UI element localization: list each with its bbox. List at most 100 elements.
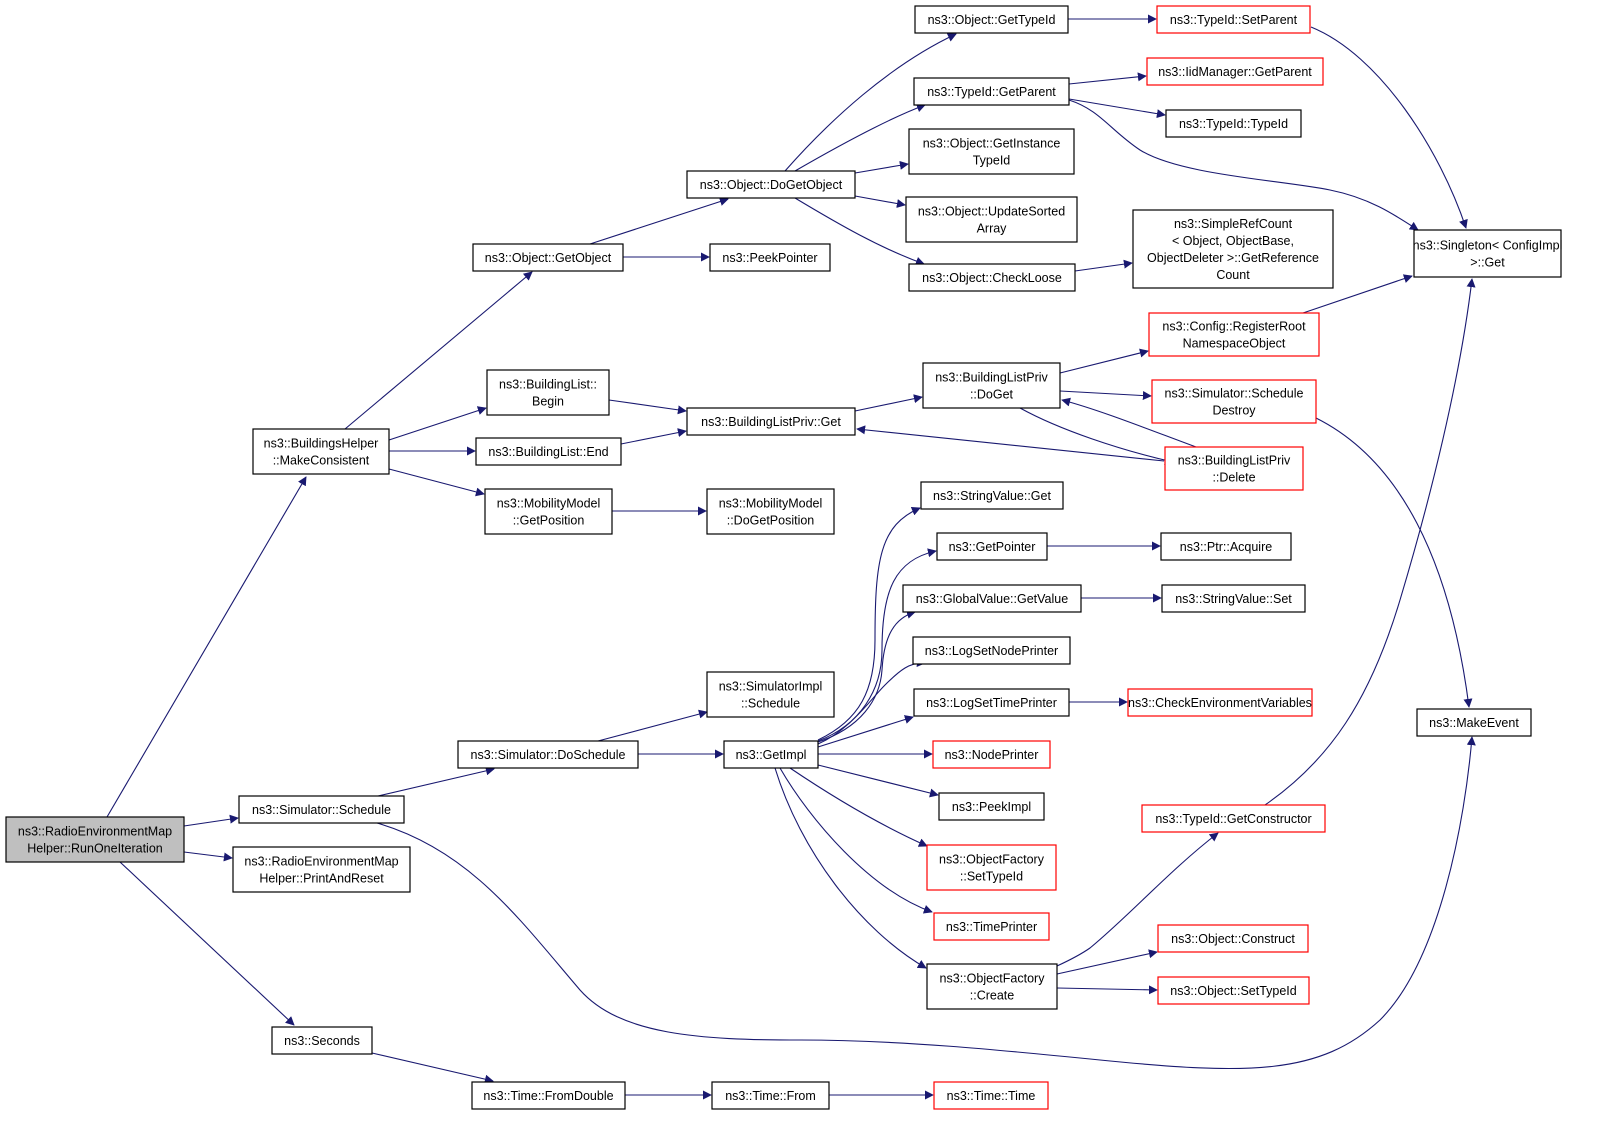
node-box: [936, 532, 1048, 561]
node-ptr-acquire[interactable]: ns3::Ptr::Acquire: [1160, 532, 1292, 561]
node-box: [686, 170, 856, 199]
node-sim-doschedule[interactable]: ns3::Simulator::DoSchedule: [457, 740, 639, 769]
node-box: [926, 844, 1057, 891]
node-box: [1151, 379, 1317, 424]
edge-make-consistent-to-mm-getpos: [388, 468, 485, 497]
edge-get-impl-to-globalvalue-getvalue: [817, 610, 916, 743]
node-typeid-typeid[interactable]: ns3::TypeId::TypeId: [1165, 109, 1302, 138]
node-label-line: ns3::GetImpl: [736, 748, 807, 762]
node-box: [709, 243, 831, 272]
edge-root-to-make-consistent: [106, 476, 307, 818]
edge-of-create-to-obj-settypeid: [1056, 985, 1158, 995]
node-label-line: ns3::StringValue::Set: [1175, 592, 1292, 606]
node-makeevent[interactable]: ns3::MakeEvent: [1416, 708, 1532, 737]
node-timeprinter[interactable]: ns3::TimePrinter: [933, 912, 1050, 941]
node-peekimpl[interactable]: ns3::PeekImpl: [938, 792, 1045, 821]
node-typeid-getparent[interactable]: ns3::TypeId::GetParent: [913, 77, 1070, 106]
node-label-line: ns3::Singleton< ConfigImpl: [1413, 239, 1563, 253]
node-blp-delete[interactable]: ns3::BuildingListPriv::Delete: [1164, 446, 1304, 491]
node-make-consistent[interactable]: ns3::BuildingsHelper::MakeConsistent: [252, 428, 390, 475]
node-mm-getpos[interactable]: ns3::MobilityModel::GetPosition: [484, 488, 613, 535]
node-box: [1164, 446, 1304, 491]
node-box: [932, 740, 1051, 769]
node-obj-construct[interactable]: ns3::Object::Construct: [1157, 924, 1309, 953]
node-box: [723, 740, 819, 769]
node-box: [457, 740, 639, 769]
node-bl-begin[interactable]: ns3::BuildingList::Begin: [486, 369, 610, 416]
node-peek-pointer[interactable]: ns3::PeekPointer: [709, 243, 831, 272]
node-label-line: ns3::BuildingList::: [499, 378, 597, 392]
edge-sim-schedule-to-makeevent: [376, 736, 1476, 1070]
edge-do-get-object-to-obj-getinstancetypeid: [854, 160, 909, 174]
node-seconds[interactable]: ns3::Seconds: [271, 1026, 373, 1055]
node-bl-end[interactable]: ns3::BuildingList::End: [475, 437, 622, 466]
node-box: [484, 488, 613, 535]
node-root[interactable]: ns3::RadioEnvironmentMapHelper::RunOneIt…: [5, 816, 185, 863]
node-label-line: ns3::GlobalValue::GetValue: [916, 592, 1068, 606]
node-box: [933, 1081, 1049, 1110]
node-box: [252, 428, 390, 475]
node-get-impl[interactable]: ns3::GetImpl: [723, 740, 819, 769]
node-obj-checkloose[interactable]: ns3::Object::CheckLoose: [908, 263, 1076, 292]
node-obj-gettypeid[interactable]: ns3::Object::GetTypeId: [914, 5, 1069, 34]
node-typeid-setparent[interactable]: ns3::TypeId::SetParent: [1156, 5, 1311, 34]
node-label-line: ns3::RadioEnvironmentMap: [18, 825, 172, 839]
node-label-line: ns3::Config::RegisterRoot: [1162, 320, 1306, 334]
node-logsettimeprinter[interactable]: ns3::LogSetTimePrinter: [913, 688, 1070, 717]
node-get-pointer[interactable]: ns3::GetPointer: [936, 532, 1048, 561]
node-label-line: TypeId: [973, 154, 1011, 168]
node-obj-settypeid[interactable]: ns3::Object::SetTypeId: [1157, 976, 1310, 1005]
node-box: [902, 584, 1082, 613]
node-box: [1157, 976, 1310, 1005]
edge-typeid-getparent-to-iidmanager-getparent: [1068, 72, 1147, 85]
node-logsetnodeprinter[interactable]: ns3::LogSetNodePrinter: [912, 636, 1071, 665]
node-label-line: Count: [1216, 268, 1250, 282]
node-box: [1416, 708, 1532, 737]
node-typeid-getconstructor[interactable]: ns3::TypeId::GetConstructor: [1141, 804, 1326, 833]
node-box: [1148, 312, 1320, 357]
node-blp-get[interactable]: ns3::BuildingListPriv::Get: [686, 407, 856, 436]
node-label-line: ns3::MobilityModel: [497, 497, 601, 511]
edge-blp-get-to-blp-doget: [854, 394, 923, 412]
node-box: [238, 795, 405, 824]
node-do-get-object[interactable]: ns3::Object::DoGetObject: [686, 170, 856, 199]
node-label-line: ns3::SimpleRefCount: [1174, 217, 1293, 231]
edge-config-registerroot-to-singleton-get: [1302, 274, 1413, 314]
node-box: [1141, 804, 1326, 833]
node-simimpl-schedule[interactable]: ns3::SimulatorImpl::Schedule: [706, 671, 835, 718]
node-nodeprinter[interactable]: ns3::NodePrinter: [932, 740, 1051, 769]
node-mm-dogetpos[interactable]: ns3::MobilityModel::DoGetPosition: [706, 488, 835, 535]
node-get-object[interactable]: ns3::Object::GetObject: [472, 243, 624, 272]
node-of-create[interactable]: ns3::ObjectFactory::Create: [926, 963, 1058, 1010]
edge-make-consistent-to-get-object: [344, 271, 533, 430]
edge-get-impl-to-logsettimeprinter: [817, 715, 914, 748]
node-label-line: ns3::CheckEnvironmentVariables: [1128, 696, 1312, 710]
edge-sim-doschedule-to-simimpl-schedule: [597, 709, 708, 742]
node-stringvalue-set[interactable]: ns3::StringValue::Set: [1161, 584, 1306, 613]
node-label-line: ns3::Ptr::Acquire: [1180, 540, 1272, 554]
node-iidmanager-getparent[interactable]: ns3::IidManager::GetParent: [1146, 57, 1324, 86]
node-time-from[interactable]: ns3::Time::From: [711, 1081, 830, 1110]
node-label-line: ns3::Object::SetTypeId: [1170, 984, 1297, 998]
node-box: [1157, 924, 1309, 953]
node-blp-doget[interactable]: ns3::BuildingListPriv::DoGet: [922, 362, 1061, 409]
node-label-line: ns3::StringValue::Get: [933, 489, 1051, 503]
node-label-line: ns3::Time::Time: [947, 1089, 1036, 1103]
node-of-settypeid[interactable]: ns3::ObjectFactory::SetTypeId: [926, 844, 1057, 891]
node-sim-schedule[interactable]: ns3::Simulator::Schedule: [238, 795, 405, 824]
node-time-time[interactable]: ns3::Time::Time: [933, 1081, 1049, 1110]
node-stringvalue-get[interactable]: ns3::StringValue::Get: [920, 481, 1064, 510]
node-label-line: Destroy: [1212, 404, 1256, 418]
node-box: [913, 688, 1070, 717]
node-time-fromdouble[interactable]: ns3::Time::FromDouble: [471, 1081, 626, 1110]
node-simplerefcount[interactable]: ns3::SimpleRefCount< Object, ObjectBase,…: [1132, 209, 1334, 289]
node-singleton-get[interactable]: ns3::Singleton< ConfigImpl>::Get: [1413, 229, 1563, 278]
node-checkenvvars[interactable]: ns3::CheckEnvironmentVariables: [1127, 688, 1313, 717]
node-globalvalue-getvalue[interactable]: ns3::GlobalValue::GetValue: [902, 584, 1082, 613]
node-box: [1161, 584, 1306, 613]
node-print-reset[interactable]: ns3::RadioEnvironmentMapHelper::PrintAnd…: [232, 846, 411, 893]
